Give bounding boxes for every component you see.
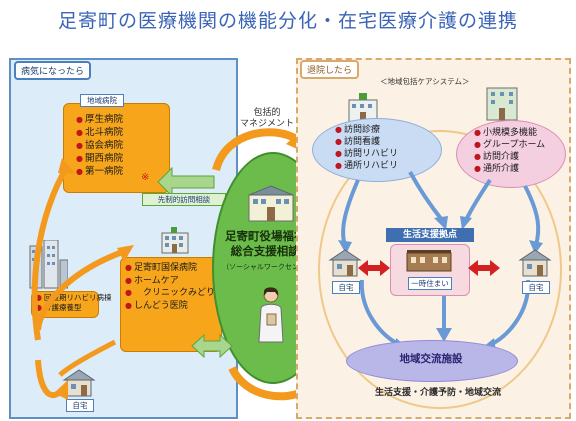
- hospital-item: 開西病院: [76, 152, 123, 165]
- support-center-title: 足寄町役場福祉課 総合支援相談室: [212, 229, 330, 259]
- page-title: 足寄町の医療機関の機能分化・在宅医療介護の連携: [57, 10, 518, 32]
- support-center-line: 足寄町役場福祉課: [225, 229, 317, 243]
- care-system-label: ＜地域包括ケアシステム＞: [380, 77, 470, 86]
- exchange-facility-ellipse: [346, 340, 518, 382]
- rehab-item: 介護療養型: [35, 303, 111, 313]
- clinic-item: クリニックみどり: [125, 287, 215, 300]
- left-double-arrow: [191, 333, 233, 359]
- home-care-item: 訪問診療: [335, 124, 398, 136]
- care-facility-list: 小規模多機能 グループホーム 訪問介護 通所介護: [474, 127, 545, 175]
- clinic-item: しんどう医院: [125, 300, 215, 313]
- clinic-item: 足寄町国保病院: [125, 262, 215, 275]
- hospital-item: 厚生病院: [76, 113, 123, 126]
- town-office-icon: [248, 185, 294, 222]
- left-home-label: 自宅: [66, 399, 94, 412]
- hospital-list: 厚生病院 北斗病院 協会病院 開西病院 第一病院: [76, 113, 123, 178]
- care-facility-building-icon: [486, 87, 518, 121]
- clinic-item: ホームケア: [125, 275, 215, 288]
- hospital-item: 協会病院: [76, 139, 123, 152]
- support-center-sub: （ソーシャルワークセンター）: [222, 263, 320, 271]
- care-facility-item: グループホーム: [474, 139, 545, 151]
- left-flow-arrows: [31, 158, 134, 400]
- exchange-facility-label: 地域交流施設: [399, 353, 463, 365]
- rehab-list: 回復期リハビリ病棟 介護療養型: [35, 293, 112, 313]
- staff-person-icon: [258, 287, 284, 343]
- home-care-list: 訪問診療 訪問看護 訪問リハビリ 通所リハビリ: [335, 124, 398, 172]
- right-home-left-label: 自宅: [332, 281, 360, 294]
- home-care-item: 訪問リハビリ: [335, 148, 398, 160]
- care-facility-item: 訪問介護: [474, 151, 545, 163]
- right-home-right-icon: [518, 249, 552, 277]
- life-support-base-bar: 生活支援拠点: [386, 228, 474, 242]
- left-panel-tag: 病気になったら: [14, 61, 92, 80]
- home-care-building-icon: [348, 93, 378, 123]
- temp-house-label: 一時住まい: [408, 277, 452, 290]
- clinic-building-icon: [161, 227, 189, 254]
- management-label: 包括的 マネジメント: [239, 108, 294, 129]
- right-home-right-label: 自宅: [522, 281, 550, 294]
- support-center-line: 総合支援相談室: [230, 244, 312, 258]
- hospital-item: 第一病院: [76, 165, 123, 178]
- hospital-item: 北斗病院: [76, 126, 123, 139]
- care-facility-item: 通所介護: [474, 163, 545, 175]
- hospital-group-label: 地域病院: [80, 94, 124, 107]
- red-right-arrow: [468, 260, 500, 276]
- clinic-item-text: クリニックみどり: [142, 288, 215, 298]
- home-care-item: 訪問看護: [335, 136, 398, 148]
- bottom-line-label: 生活支援・介護予防・地域交流: [374, 388, 501, 398]
- home-care-item: 通所リハビリ: [335, 160, 398, 172]
- clinic-list: 足寄町国保病院 ホームケア クリニックみどり しんどう医院: [125, 262, 215, 312]
- care-system-circle: [318, 130, 562, 409]
- right-home-left-icon: [328, 249, 362, 277]
- home-house-icon: [62, 369, 96, 397]
- temp-house-icon: [406, 250, 452, 272]
- care-facility-item: 小規模多機能: [474, 127, 545, 139]
- rehab-item: 回復期リハビリ病棟: [35, 293, 112, 303]
- asterisk-mark: ※: [141, 172, 150, 183]
- right-panel-tag: 退院したら: [300, 60, 360, 79]
- red-left-arrow: [358, 260, 390, 276]
